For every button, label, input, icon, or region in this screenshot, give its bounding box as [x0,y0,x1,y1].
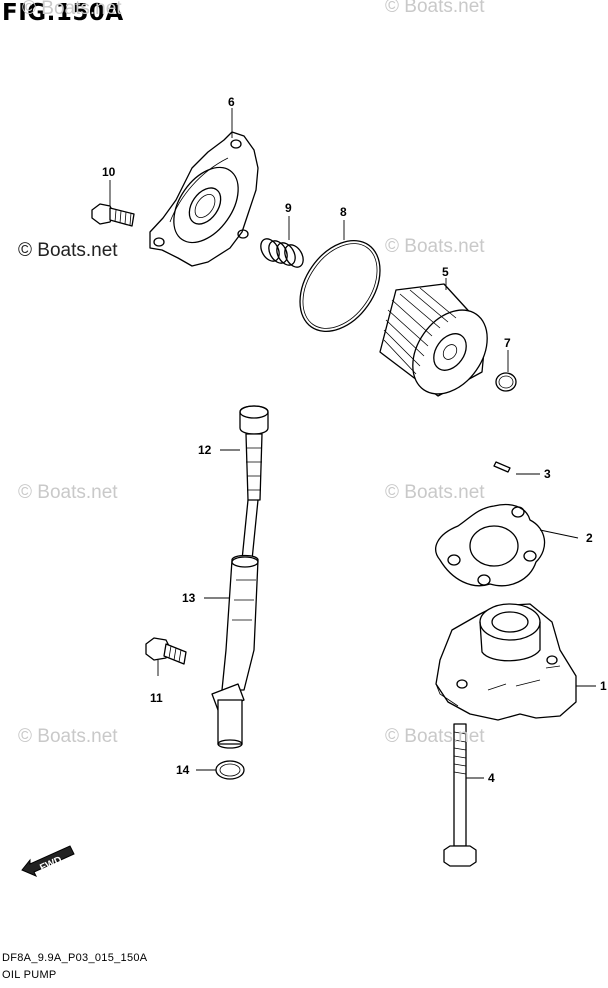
fwd-arrow-icon: FWD [21,845,75,877]
callout-4: 4 [488,771,495,785]
watermark: © Boats.net [385,0,485,17]
part-9-spring [260,238,304,268]
callout-8: 8 [340,205,347,219]
watermark: © Boats.net [385,236,485,257]
leader-lines [109,108,596,779]
part-14-o-ring [215,760,245,780]
part-7-small-o-ring [495,372,517,392]
callout-6: 6 [228,95,235,109]
watermark: © Boats.net [385,726,485,747]
callout-7: 7 [504,336,511,350]
figure-name: OIL PUMP [2,969,57,981]
figure-code: DF8A_9.9A_P03_015_150A [2,952,148,964]
callout-11: 11 [150,691,163,705]
part-13-guide-tube [211,554,259,749]
part-5-oil-filter [379,283,488,397]
callout-10: 10 [102,165,116,179]
watermark: © Boats.net [385,482,485,503]
part-4-bolt [443,723,477,867]
callout-2: 2 [586,531,593,545]
callout-12: 12 [198,443,212,457]
part-10-bolt [91,203,135,227]
part-1-pump-body [435,603,577,721]
callout-3: 3 [544,467,551,481]
watermark: © Boats.net [18,240,118,261]
part-6-cover [149,131,259,267]
watermark: © Boats.net [22,0,122,19]
figure-title: FIG.150A [2,0,124,26]
callout-13: 13 [182,591,196,605]
part-12-dipstick [239,405,269,561]
callout-5: 5 [442,265,449,279]
callout-9: 9 [285,201,292,215]
callout-1: 1 [600,679,607,693]
watermark: © Boats.net [18,482,118,503]
part-3-pin [493,461,511,473]
part-8-o-ring [299,239,381,333]
fwd-label: FWD [38,855,63,874]
callout-14: 14 [176,763,190,777]
part-11-bolt [145,637,187,665]
part-2-gasket [435,503,546,587]
watermark: © Boats.net [18,726,118,747]
